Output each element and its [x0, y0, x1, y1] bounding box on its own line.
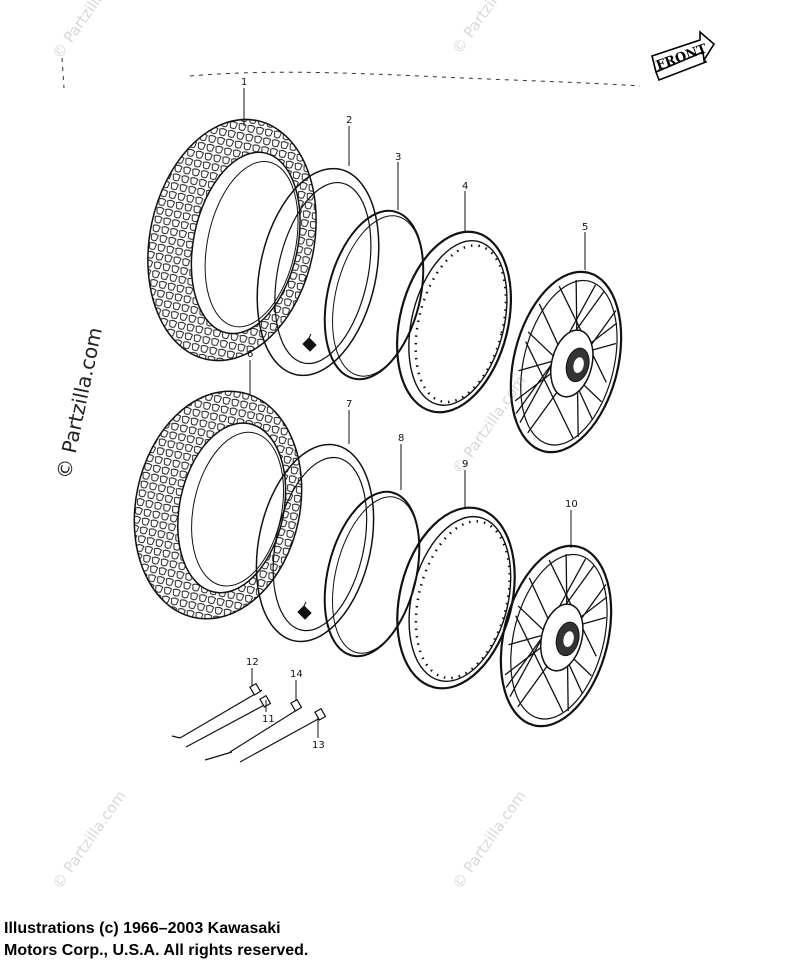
valve-stem [302, 333, 317, 352]
callout-1: 1 [241, 77, 247, 88]
copyright-line-1: Illustrations (c) 1966–2003 Kawasaki [4, 920, 281, 937]
rim-band-8 [323, 490, 421, 658]
callout-2: 2 [346, 115, 352, 126]
callout-7: 7 [346, 399, 352, 410]
watermark-faint: © Partzilla.com [449, 0, 530, 57]
callout-4: 4 [462, 181, 468, 192]
front-arrow: FRONT [651, 30, 716, 82]
callout-3: 3 [395, 152, 401, 163]
copyright-notice: Illustrations (c) 1966–2003 Kawasaki Mot… [4, 918, 308, 962]
axis-line [61, 57, 641, 89]
tube-7 [255, 443, 375, 643]
callout-11: 11 [262, 714, 275, 725]
callout-9: 9 [462, 459, 468, 470]
tire-1 [147, 118, 317, 362]
callout-5: 5 [582, 222, 588, 233]
rim-4 [395, 230, 513, 414]
watermark-faint: © Partzilla.com [449, 787, 530, 892]
callout-labels: 1 2 3 4 5 6 7 8 9 10 11 12 13 14 [241, 77, 588, 751]
callout-13: 13 [312, 740, 325, 751]
callout-6: 6 [247, 349, 253, 360]
tire-6 [133, 390, 303, 620]
watermark-partzilla: © Partzilla.com [51, 325, 107, 481]
copyright-line-2: Motors Corp., U.S.A. All rights reserved… [4, 942, 309, 959]
callout-8: 8 [398, 433, 404, 444]
wheel-assembly-10 [499, 544, 613, 728]
callout-12: 12 [246, 657, 259, 668]
leader-lines [243, 88, 586, 738]
spokes-group [171, 682, 327, 763]
callout-10: 10 [565, 499, 578, 510]
watermark-faint: © Partzilla.com [49, 787, 130, 892]
tube-2 [256, 167, 380, 377]
rim-9 [396, 506, 516, 690]
callout-14: 14 [290, 669, 303, 680]
wheel-assembly-5 [509, 270, 623, 454]
rim-band-3 [323, 209, 425, 381]
valve-stem [297, 601, 312, 620]
watermark-faint: © Partzilla.com [49, 0, 130, 62]
